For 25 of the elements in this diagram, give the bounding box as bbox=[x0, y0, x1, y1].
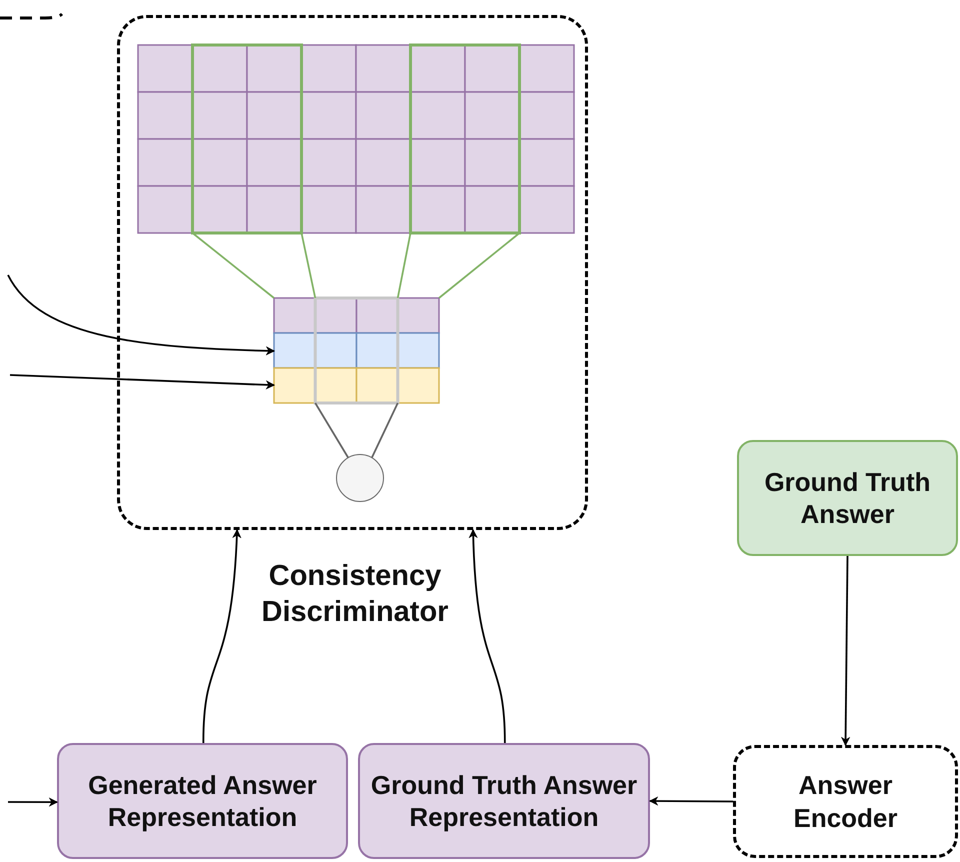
node-label: Ground Truth Answer bbox=[763, 466, 932, 530]
arrow bbox=[649, 796, 733, 806]
arrow bbox=[468, 529, 506, 744]
node-label: Ground Truth Answer Representation bbox=[370, 768, 638, 834]
process-box bbox=[358, 743, 650, 859]
process-box bbox=[57, 743, 348, 859]
encoder-box bbox=[733, 745, 958, 858]
arrow bbox=[10, 374, 275, 390]
connector-line bbox=[371, 402, 399, 458]
connector-line bbox=[314, 402, 349, 458]
arrow bbox=[7, 274, 275, 356]
connector-line bbox=[300, 232, 316, 298]
feature-map-grid bbox=[138, 45, 574, 233]
connector-line bbox=[192, 232, 275, 299]
output-circle bbox=[336, 454, 384, 502]
component-title: Consistency Discriminator bbox=[260, 559, 450, 630]
process-box bbox=[737, 440, 958, 556]
connector-line bbox=[396, 232, 412, 298]
node-label: Generated Answer Representation bbox=[87, 768, 318, 834]
arrow bbox=[841, 556, 850, 746]
arrow bbox=[8, 798, 58, 807]
feature-grid bbox=[274, 298, 439, 403]
connector-line bbox=[438, 232, 520, 299]
node-label: Answer Encoder bbox=[792, 769, 899, 834]
arrow bbox=[202, 529, 242, 744]
